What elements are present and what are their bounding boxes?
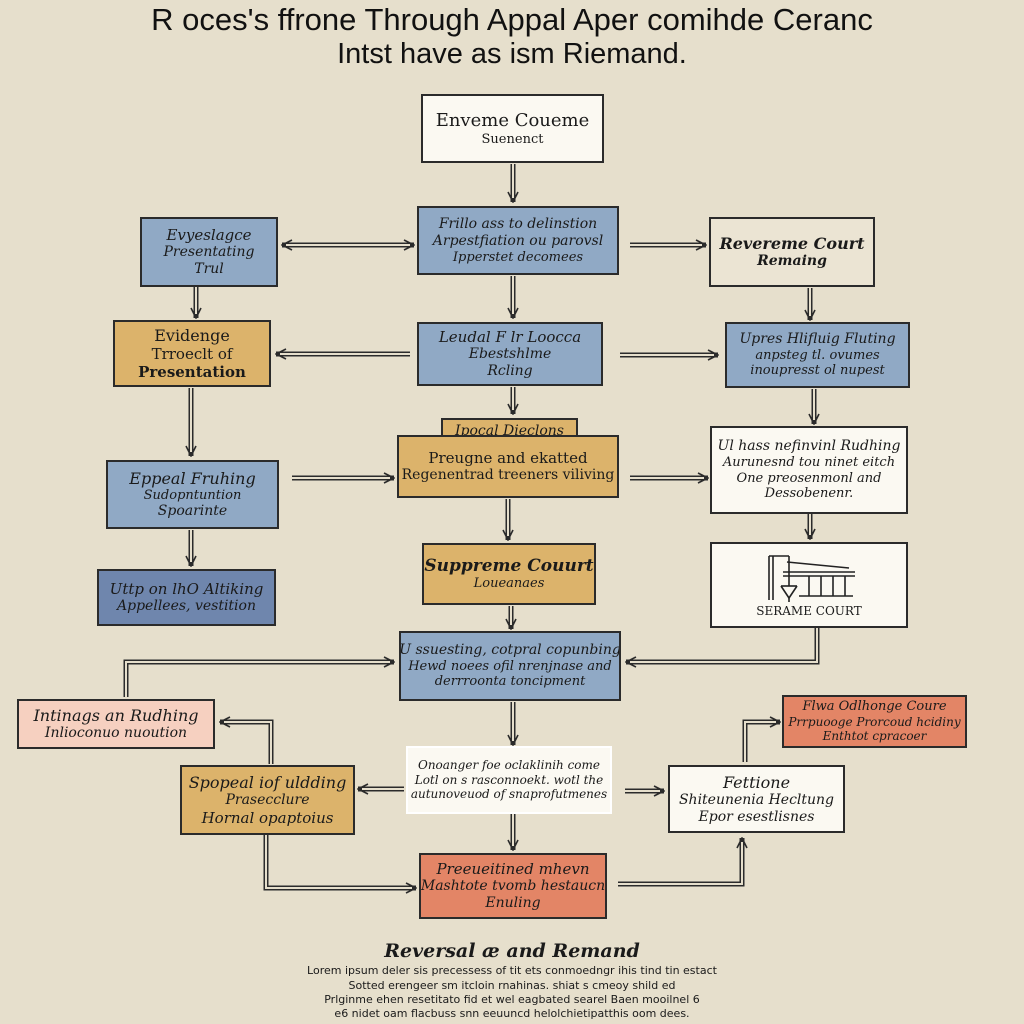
supreme-court-box: Suppreme Couurt Loueanaes [422,543,596,605]
court-image-box: SERAME COURT [710,542,908,628]
fettione-line-3: Epor esestlisnes [698,808,815,825]
bottom-line-1: Preeueitined mhevn [436,860,590,879]
white-ruling-line-3: One preosenmonl and [736,470,882,486]
lower-ruling-line-1: Leudal F lr Loocca [438,328,582,347]
orange-top-box: Flwa Odlhonge Coure Prrpuooge Prorcoud h… [782,695,967,748]
lower-ruling-box: Leudal F lr Loocca Ebestshlme Rcling [417,322,603,386]
evidence-presentation-box: Evidenge Trroeclt of Presentation [113,320,271,387]
white-ruling-line-1: Ul hass nefinvinl Rudhing [717,438,901,455]
fettione-box: Fettione Shiteunenia Hecltung Epor esest… [668,765,845,833]
center-white-line-1: Onoanger foe oclaklinih come [417,758,600,773]
arrow-court-to-central [626,628,820,662]
filing-decision-line-2: Arpestfiation ou parovsl [432,232,604,249]
filing-decision-line-1: Frillo ass to delinstion [438,215,598,232]
filing-decision-line-3: Ipperstet decomees [452,249,584,265]
central-line-1: U ssuesting, cotpral copunbing [399,642,621,658]
arrow-spoeal-to-intings [220,722,274,764]
central-line-2: Hewd noees ofil nrenjnase and [408,658,612,674]
top-box: Enveme Coueme Suenenct [421,94,604,163]
diagram-title-line-1: R oces's ffrone Through Appal Aper comih… [151,2,873,37]
upon-altiking-line-2: Appellees, vestition [117,598,256,615]
evidence-trial-line-1: Evyeslagce [166,226,252,245]
upon-altiking-line-1: Uttp on lhO Altiking [109,580,264,599]
supreme-court-title: Suppreme Couurt [424,556,594,576]
arrow-spoeal-to-bottom [263,835,416,888]
fettione-line-1: Fettione [722,772,791,792]
intings-line-2: Inlioconuo nuoution [44,725,188,742]
supreme-court-subtitle: Loueanaes [473,576,545,592]
reverse-court-line-1: Revereme Court [719,234,865,253]
white-ruling-line-4: Dessobenenr. [764,486,854,502]
appeal-fruhing-line-3: Spoarinte [157,503,228,520]
upper-filing-line-3: inoupresst ol nupest [750,363,885,379]
evidence-presentation-line-1: Evidenge [154,325,230,345]
appeal-decisions-line-1: Preugne and ekatted [428,449,588,468]
spoeal-box: Spopeal iof uldding Prasecclure Hornal o… [180,765,355,835]
footer-text-line-1: Lorem ipsum deler sis precessess of tit … [307,964,717,977]
spoeal-line-3: Hornal opaptoius [201,808,334,827]
spoeal-line-2: Prasecclure [225,792,310,809]
lower-ruling-line-3: Rcling [487,363,533,379]
evidence-trial-line-2: Presentating [163,244,255,261]
bottom-box: Preeueitined mhevn Mashtote tvomb hestau… [419,853,607,919]
center-white-line-3: autunoveuod of snaprofutmenes [410,787,608,802]
footer-text-line-3: Prlginme ehen resetitato fid et wel eagb… [324,993,700,1006]
white-ruling-box: Ul hass nefinvinl Rudhing Aurunesnd tou … [710,426,908,514]
reverse-court-line-2: Remaing [757,253,827,270]
central-box: U ssuesting, cotpral copunbing Hewd noee… [399,631,621,701]
filing-decision-box: Frillo ass to delinstion Arpestfiation o… [417,206,619,275]
evidence-presentation-line-2: Trroeclt of [151,345,233,364]
reverse-court-box: Revereme Court Remaing [709,217,875,287]
evidence-trial-box: Evyeslagce Presentating Trul [140,217,278,287]
footer-text-line-4: e6 nidet oam flacbuss snn eeuuncd helolc… [334,1007,690,1020]
top-box-subtitle: Suenenct [481,131,544,147]
upper-filing-line-1: Upres Hlifluig Fluting [739,331,896,347]
appeal-fruhing-line-1: Eppeal Fruhing [129,468,256,488]
fettione-line-2: Shiteunenia Hecltung [678,791,835,808]
white-ruling-line-2: Aurunesnd tou ninet eitch [722,455,896,470]
appeal-decisions-box: Preugne and ekatted Regenentrad treeners… [397,435,619,498]
evidence-presentation-line-3: Presentation [138,363,246,382]
center-white-box: Onoanger foe oclaklinih come Lotl on s r… [406,746,612,814]
appeal-decisions-line-2: Regenentrad treeners viliving [401,467,615,484]
orange-top-line-1: Flwa Odlhonge Coure [802,699,947,715]
appeal-decisions-heading: Ipocal Dieclons [455,422,564,439]
footer-text-line-2: Sotted erengeer sm itcloin rnahinas. shi… [348,979,676,992]
center-white-line-2: Lotl on s rasconnoekt. wotl the [414,772,604,787]
spoeal-line-1: Spopeal iof uldding [188,773,347,792]
upper-filing-box: Upres Hlifluig Fluting anpsteg tl. ovume… [725,322,910,388]
lower-ruling-line-2: Ebestshlme [468,346,552,363]
intings-line-1: Intinags an Rudhing [33,706,199,725]
top-box-title: Enveme Coueme [435,109,590,131]
orange-top-line-3: Enthtot cpracoer [822,729,927,744]
intings-box: Intinags an Rudhing Inlioconuo nuoution [17,699,215,749]
evidence-trial-line-3: Trul [194,261,224,277]
arrow-bottom-to-fettione [618,838,742,887]
courthouse-scales-icon [768,554,855,602]
appeal-fruhing-line-2: Sudopntuntion [143,487,242,503]
arrow-fettione-to-orange [742,722,780,762]
upon-altiking-box: Uttp on lhO Altiking Appellees, vestitio… [97,569,276,626]
upper-filing-line-2: anpsteg tl. ovumes [755,347,880,363]
bottom-line-3: Enuling [485,895,541,911]
diagram-title-line-2: Intst have as ism Riemand. [337,38,687,70]
orange-top-line-2: Prrpuooge Prorcoud hcidiny [788,714,961,729]
footer-title: Reversal æ and Remand [384,940,640,962]
court-image-label: SERAME COURT [756,603,862,618]
bottom-line-2: Mashtote tvomb hestaucn [420,878,606,895]
arrow-intings-to-central [123,662,394,697]
central-line-3: derrroonta toncipment [434,674,586,690]
appeal-fruhing-box: Eppeal Fruhing Sudopntuntion Spoarinte [106,460,279,529]
